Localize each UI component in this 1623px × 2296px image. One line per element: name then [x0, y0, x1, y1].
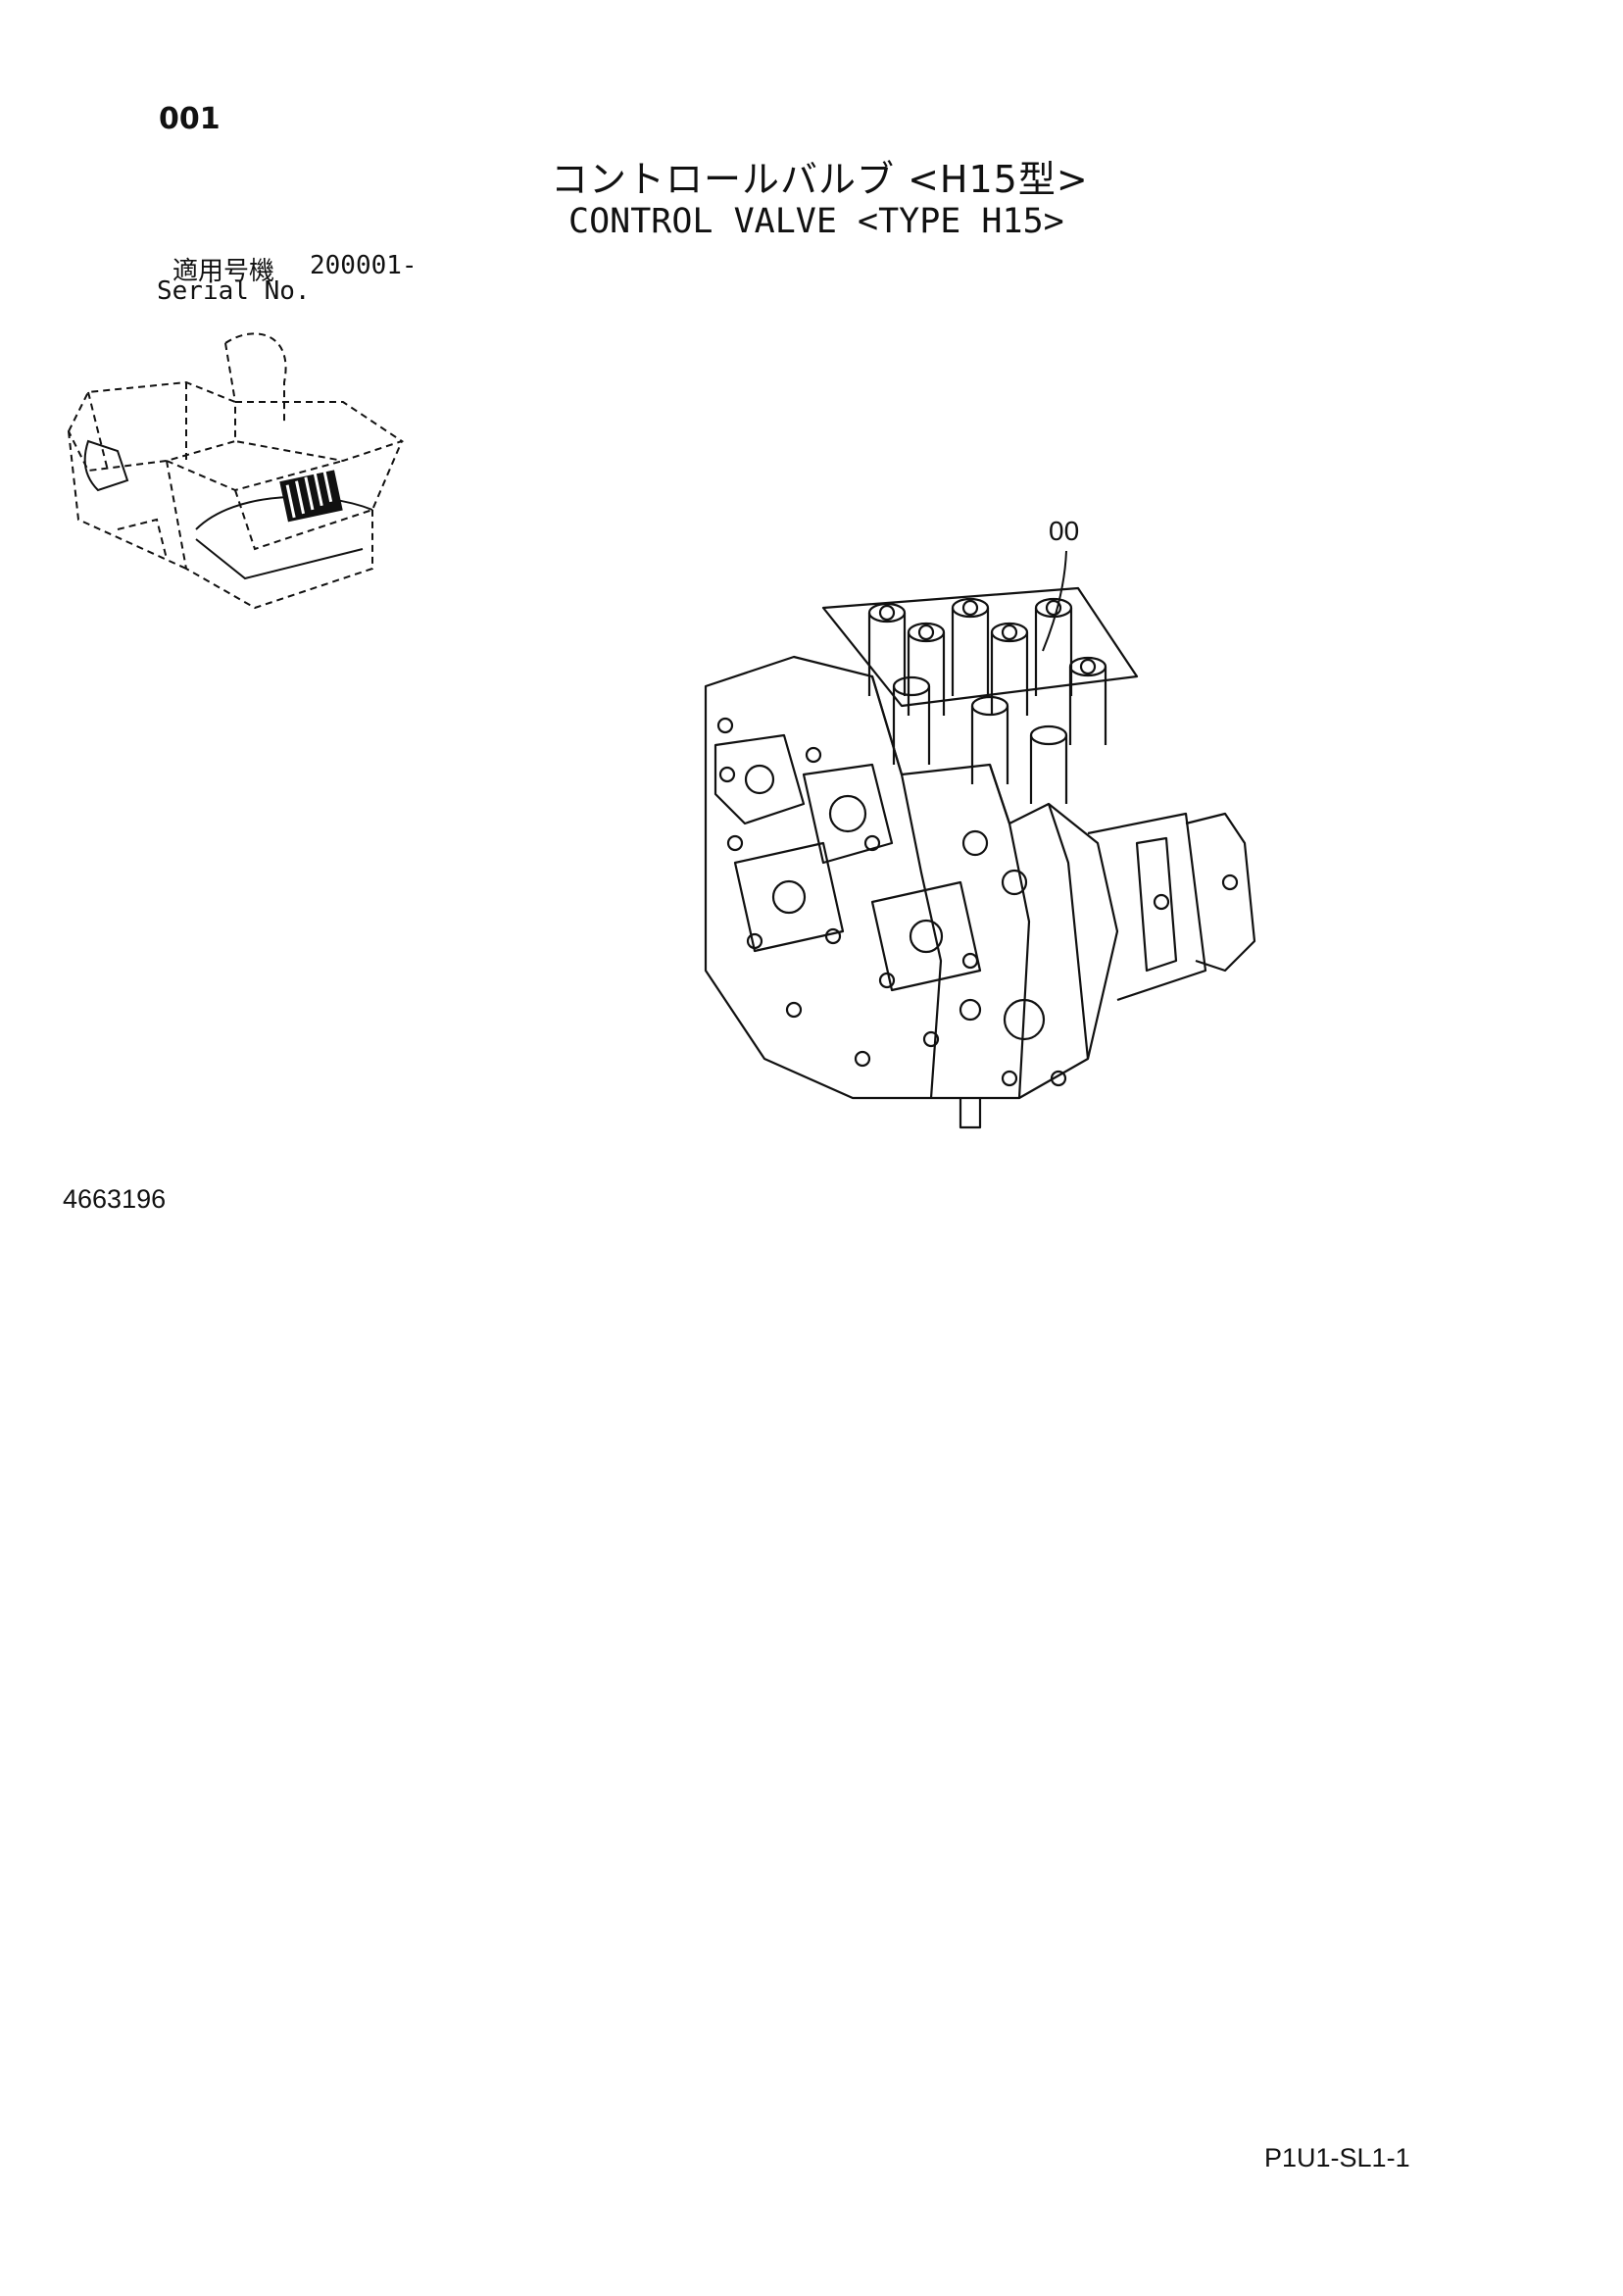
title-japanese: コントロールバルブ <H15型> — [551, 158, 1089, 201]
sheet-reference: P1U1-SL1-1 — [1264, 2143, 1410, 2172]
serial-value: 200001- — [310, 251, 418, 280]
callout-label-00: 00 — [1049, 516, 1080, 546]
control-valve-drawing — [704, 586, 1256, 1129]
title-english: CONTROL VALVE <TYPE H15> — [568, 202, 1064, 241]
serial-label-english: Serial No. — [157, 276, 311, 306]
serial-label-japanese: 適用号機 — [172, 257, 275, 286]
document-number: 4663196 — [63, 1184, 167, 1214]
page-number: 001 — [159, 102, 221, 136]
excavator-location-thumbnail — [67, 332, 405, 610]
